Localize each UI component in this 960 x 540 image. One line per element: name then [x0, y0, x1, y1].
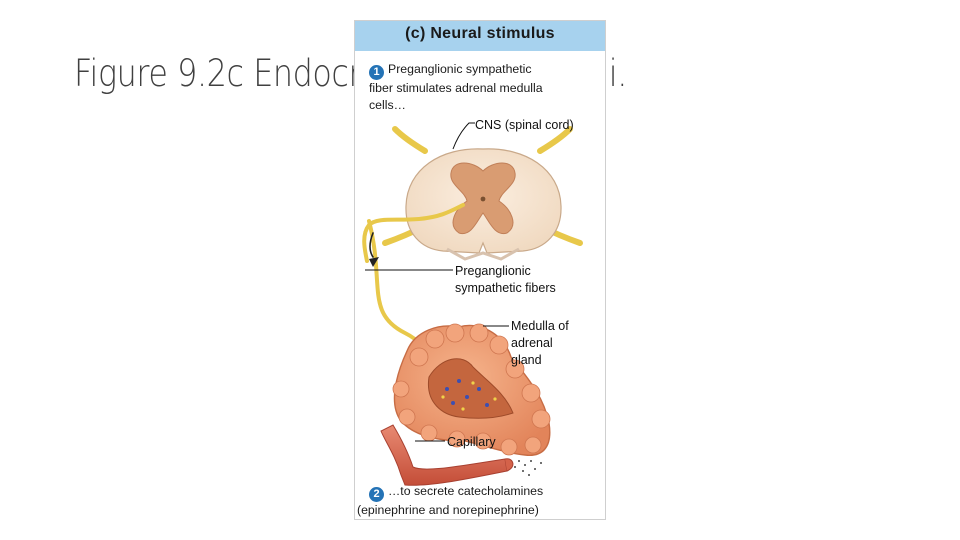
- panel-title: (c) Neural stimulus: [405, 25, 555, 42]
- adrenal-gland: [392, 323, 551, 456]
- label-adrenal-medulla: Medulla of adrenal gland: [511, 319, 569, 367]
- label-preganglionic-fibers: Preganglionic sympathetic fibers: [455, 264, 556, 295]
- spinal-cord-section: [405, 148, 562, 261]
- neural-stimulus-illustration: [362, 122, 583, 486]
- capillary-vessel: [380, 424, 542, 486]
- label-cns: CNS (spinal cord): [475, 118, 574, 132]
- label-capillary: Capillary: [447, 435, 496, 449]
- panel-header: [355, 21, 605, 51]
- step-2-badge: 2: [369, 487, 384, 502]
- leader-lines: [365, 122, 509, 442]
- step-1-badge: 1: [369, 65, 384, 80]
- figure-panel: (c) Neural stimulus: [354, 20, 606, 520]
- step-2-text: 2…to secrete catecholamines (epinephrine…: [357, 484, 544, 517]
